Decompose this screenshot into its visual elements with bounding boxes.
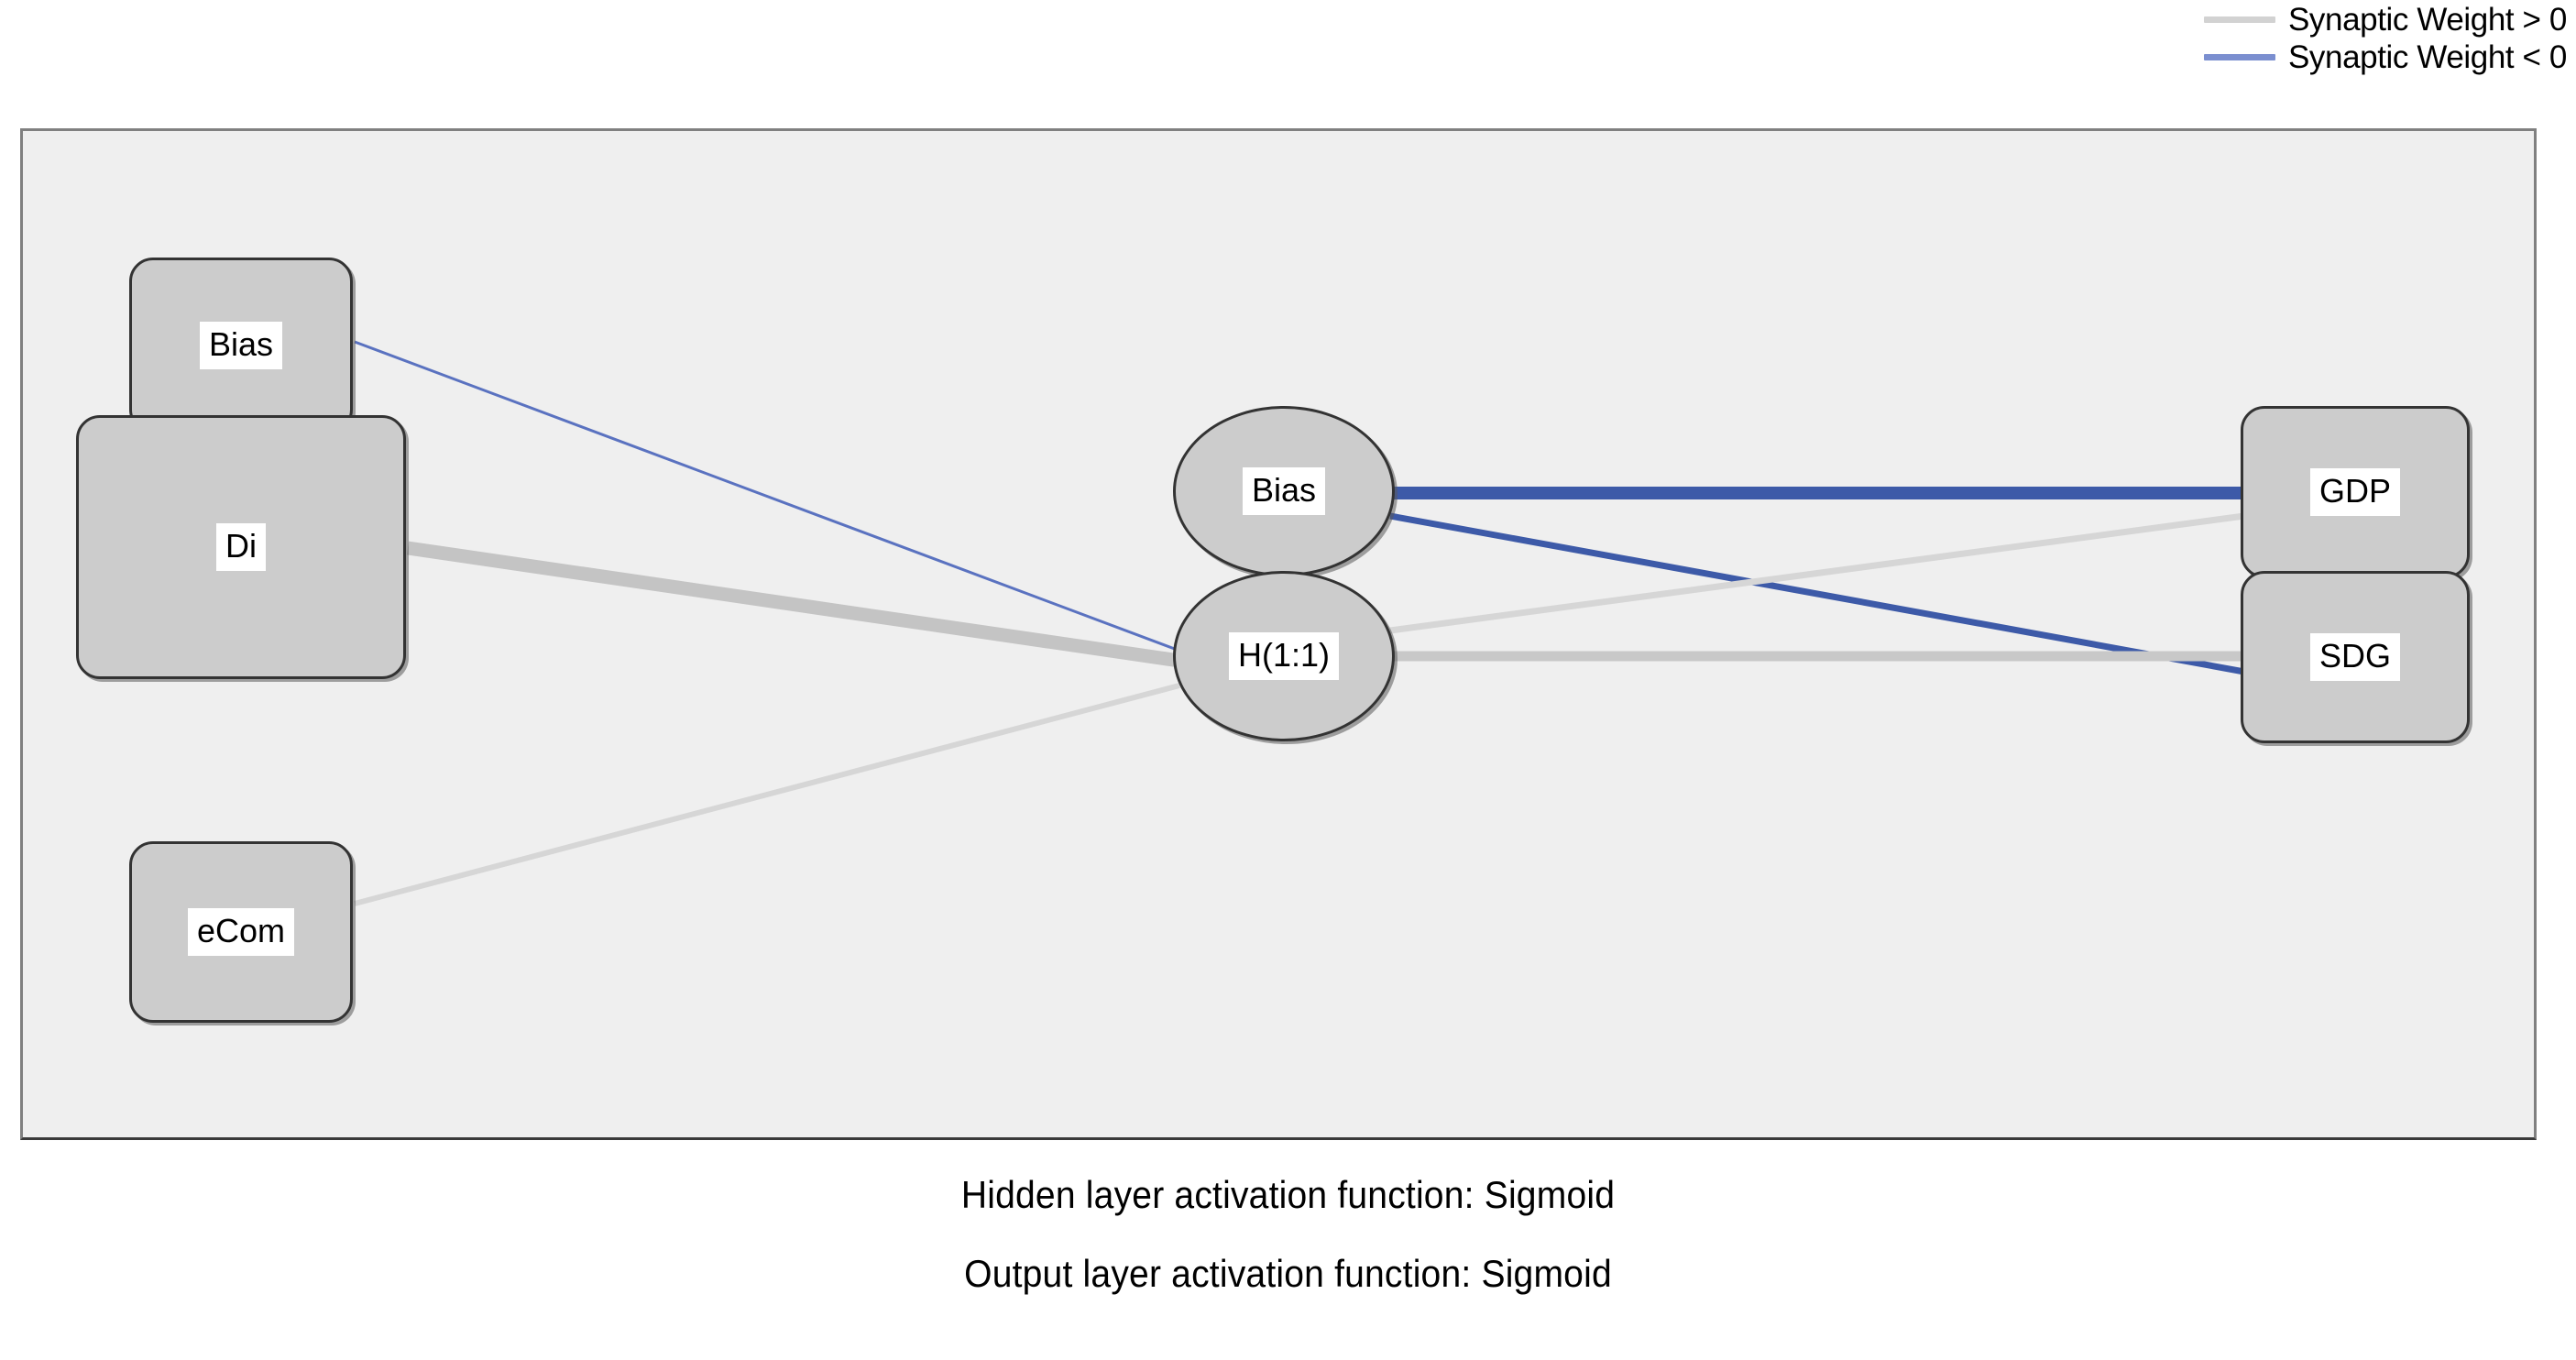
legend-label-negative: Synaptic Weight < 0 xyxy=(2287,39,2567,75)
legend-label-positive: Synaptic Weight > 0 xyxy=(2287,2,2567,38)
node-label: Di xyxy=(216,523,266,571)
legend-item-positive: Synaptic Weight > 0 xyxy=(2203,2,2567,38)
output-layer-activation-caption: Output layer activation function: Sigmoi… xyxy=(964,1252,1612,1295)
hidden-layer-activation-caption: Hidden layer activation function: Sigmoi… xyxy=(960,1173,1616,1216)
node-out-gdp[interactable]: GDP xyxy=(2241,406,2470,578)
node-in-ecom[interactable]: eCom xyxy=(129,841,353,1023)
node-in-bias[interactable]: Bias xyxy=(129,258,353,433)
node-label: Bias xyxy=(1242,467,1326,515)
line-swatch-icon xyxy=(2203,54,2275,60)
connection-bias-to-h11 xyxy=(354,340,1180,653)
node-hid-h11[interactable]: H(1:1) xyxy=(1173,571,1395,741)
legend-item-negative: Synaptic Weight < 0 xyxy=(2203,39,2567,75)
node-label: H(1:1) xyxy=(1228,632,1340,680)
connection-hbias-to-sdg xyxy=(1389,512,2245,675)
node-hid-bias[interactable]: Bias xyxy=(1173,406,1395,576)
activation-function-captions: Hidden layer activation function: Sigmoi… xyxy=(0,1173,2576,1296)
node-label: GDP xyxy=(2309,468,2400,516)
connection-h11-to-gdp xyxy=(1389,512,2245,634)
node-label: Bias xyxy=(199,322,283,369)
line-swatch-icon xyxy=(2203,16,2275,23)
legend: Synaptic Weight > 0 Synaptic Weight < 0 xyxy=(2203,2,2567,75)
connection-di-to-h11 xyxy=(406,541,1181,668)
node-out-sdg[interactable]: SDG xyxy=(2241,571,2470,743)
node-label: eCom xyxy=(187,908,295,956)
synaptic-connections xyxy=(354,340,2245,906)
node-label: SDG xyxy=(2309,633,2400,681)
connection-ecom-to-h11 xyxy=(354,683,1180,906)
node-in-di[interactable]: Di xyxy=(76,415,406,679)
